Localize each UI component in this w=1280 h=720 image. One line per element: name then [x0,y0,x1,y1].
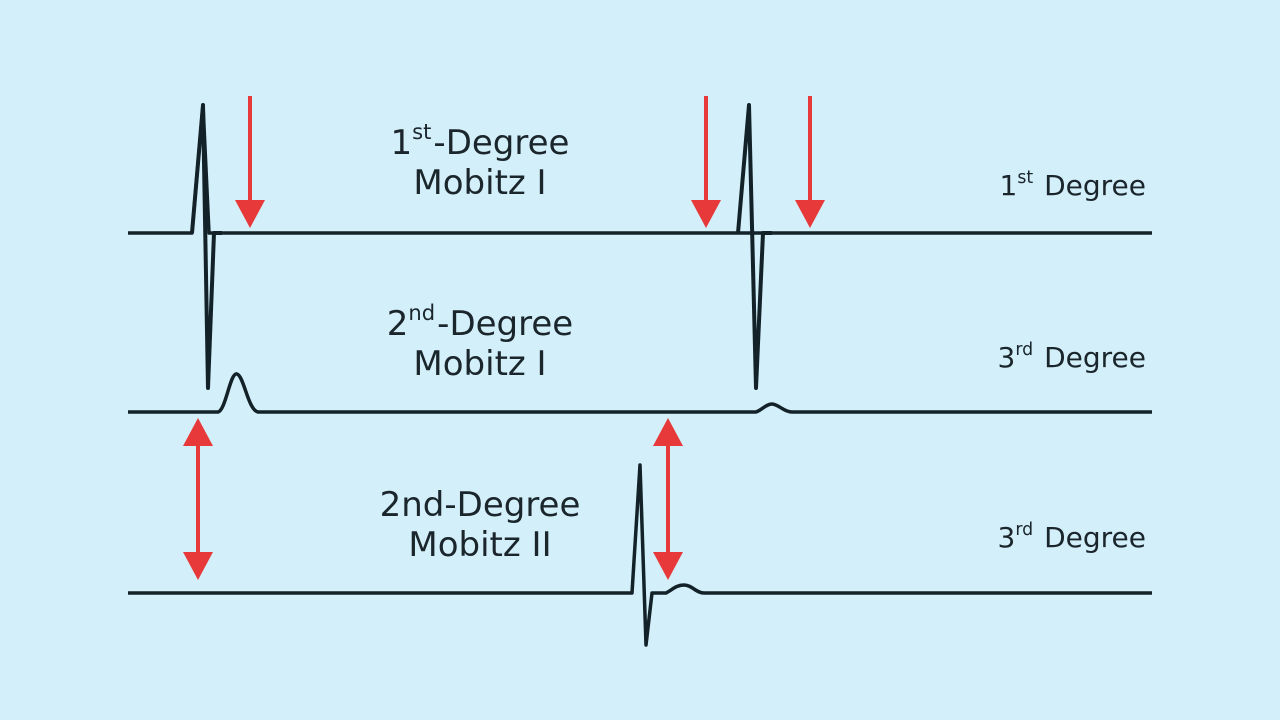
row-3-right-main: 3 [997,521,1016,554]
row-2-title: 2nd-Degree [330,302,630,347]
row-3-title-main: 2nd-Degree [379,485,581,525]
row-1-right-main: 1 [999,169,1018,202]
row-1-right-rest: Degree [1035,169,1146,202]
red-double-arrow-1 [183,418,213,580]
row-1-title: 1st-Degree [330,121,630,166]
row-1-title-rest: -Degree [433,123,570,163]
ecg-trace-row-2 [128,372,1152,414]
red-down-arrow-1 [235,96,265,228]
row-2-right-sup: rd [1015,339,1034,360]
row-2-center-label: 2nd-Degree Mobitz I [330,302,630,387]
row-2-title-rest: -Degree [437,304,574,344]
row-3-center-label: 2nd-Degree Mobitz II [330,488,630,568]
row-2-right-rest: Degree [1035,341,1146,374]
row-3-right-label: 3rd Degree [886,521,1147,554]
row-2-title-sup: nd [408,300,436,326]
row-2-subtitle: Mobitz I [413,344,547,384]
qrs-complex-2 [736,103,772,390]
row-3-subtitle: Mobitz II [408,525,552,565]
row-3-right-rest: Degree [1035,521,1146,554]
row-3-right-sup: rd [1015,519,1034,540]
row-2-right-label: 3rd Degree [886,341,1147,374]
red-double-arrow-2 [653,418,683,580]
row-1-right-sup: st [1017,167,1034,188]
ecg-trace-row-3 [128,463,1152,647]
ecg-trace-row-1 [128,103,1152,235]
row-1-title-sup: st [412,119,432,145]
row-1-title-main: 1 [390,123,413,163]
row-3-title: 2nd-Degree [330,488,630,528]
row-2-title-main: 2 [386,304,409,344]
row-1-right-label: 1st Degree [886,169,1147,202]
row-1-subtitle: Mobitz I [413,163,547,203]
red-down-arrow-2 [691,96,721,228]
row-1-center-label: 1st-Degree Mobitz I [330,121,630,206]
qrs-complex-1 [190,103,222,390]
row-2-right-main: 3 [997,341,1016,374]
red-down-arrow-3 [795,96,825,228]
